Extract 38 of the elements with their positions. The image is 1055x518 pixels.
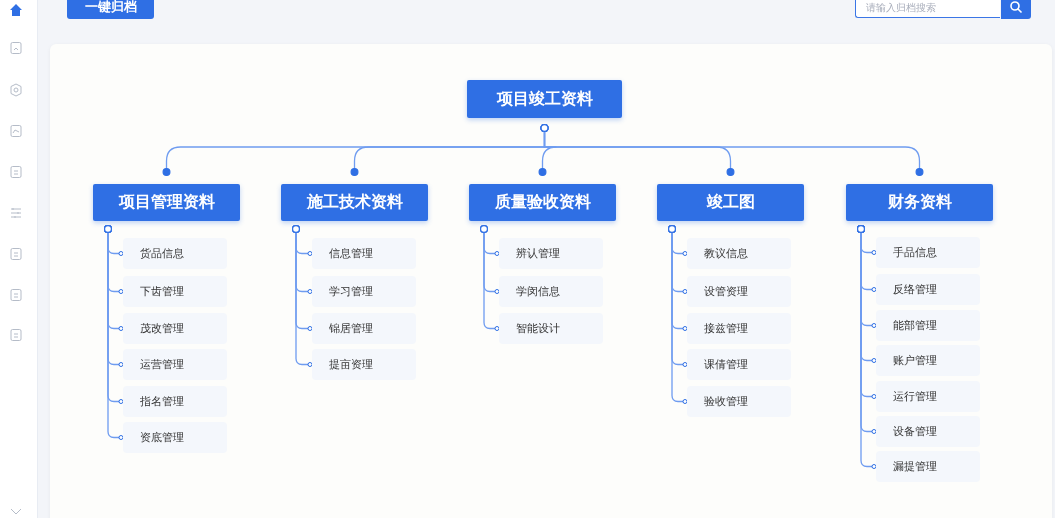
item-card: 手品信息 bbox=[876, 237, 980, 268]
item-card: 账户管理 bbox=[876, 345, 980, 376]
item-card: 资底管理 bbox=[123, 422, 227, 453]
item-card: 下齿管理 bbox=[123, 276, 227, 307]
item-card: 智能设计 bbox=[499, 313, 603, 344]
item-card: 货品信息 bbox=[123, 238, 227, 269]
item-card: 茂改管理 bbox=[123, 313, 227, 344]
connector-line bbox=[480, 225, 500, 331]
item-card: 运营管理 bbox=[123, 349, 227, 380]
item-card: 反络管理 bbox=[876, 274, 980, 305]
item-card: 学习管理 bbox=[312, 276, 416, 307]
item-card: 设备管理 bbox=[876, 416, 980, 447]
archive-button: 一键归档 bbox=[67, 0, 154, 19]
item-card: 验收管理 bbox=[687, 386, 791, 417]
root-box: 项目竣工资料 bbox=[467, 80, 622, 118]
item-card: 漏提管理 bbox=[876, 451, 980, 482]
connector-line bbox=[540, 124, 924, 176]
category-box: 竣工图 bbox=[657, 184, 804, 221]
item-card: 指名管理 bbox=[123, 386, 227, 417]
item-card: 运行管理 bbox=[876, 381, 980, 412]
search-field: 请输入归档搜索 bbox=[855, 0, 1000, 18]
item-card: 能部管理 bbox=[876, 310, 980, 341]
item-card: 辨认管理 bbox=[499, 238, 603, 269]
item-card: 设管资理 bbox=[687, 276, 791, 307]
item-card: 提亩资理 bbox=[312, 349, 416, 380]
item-card: 信息管理 bbox=[312, 238, 416, 269]
item-card: 锦居管理 bbox=[312, 313, 416, 344]
connector-line bbox=[104, 225, 124, 440]
category-box: 财务资料 bbox=[846, 184, 993, 221]
item-card: 接兹管理 bbox=[687, 313, 791, 344]
item-card: 学闵信息 bbox=[499, 276, 603, 307]
connector-line bbox=[292, 225, 313, 367]
connector-line bbox=[668, 225, 688, 404]
category-box: 施工技术资料 bbox=[281, 184, 428, 221]
category-box: 质量验收资料 bbox=[469, 184, 616, 221]
item-card: 课倩管理 bbox=[687, 349, 791, 380]
category-box: 项目管理资料 bbox=[93, 184, 240, 221]
item-card: 教议信息 bbox=[687, 238, 791, 269]
